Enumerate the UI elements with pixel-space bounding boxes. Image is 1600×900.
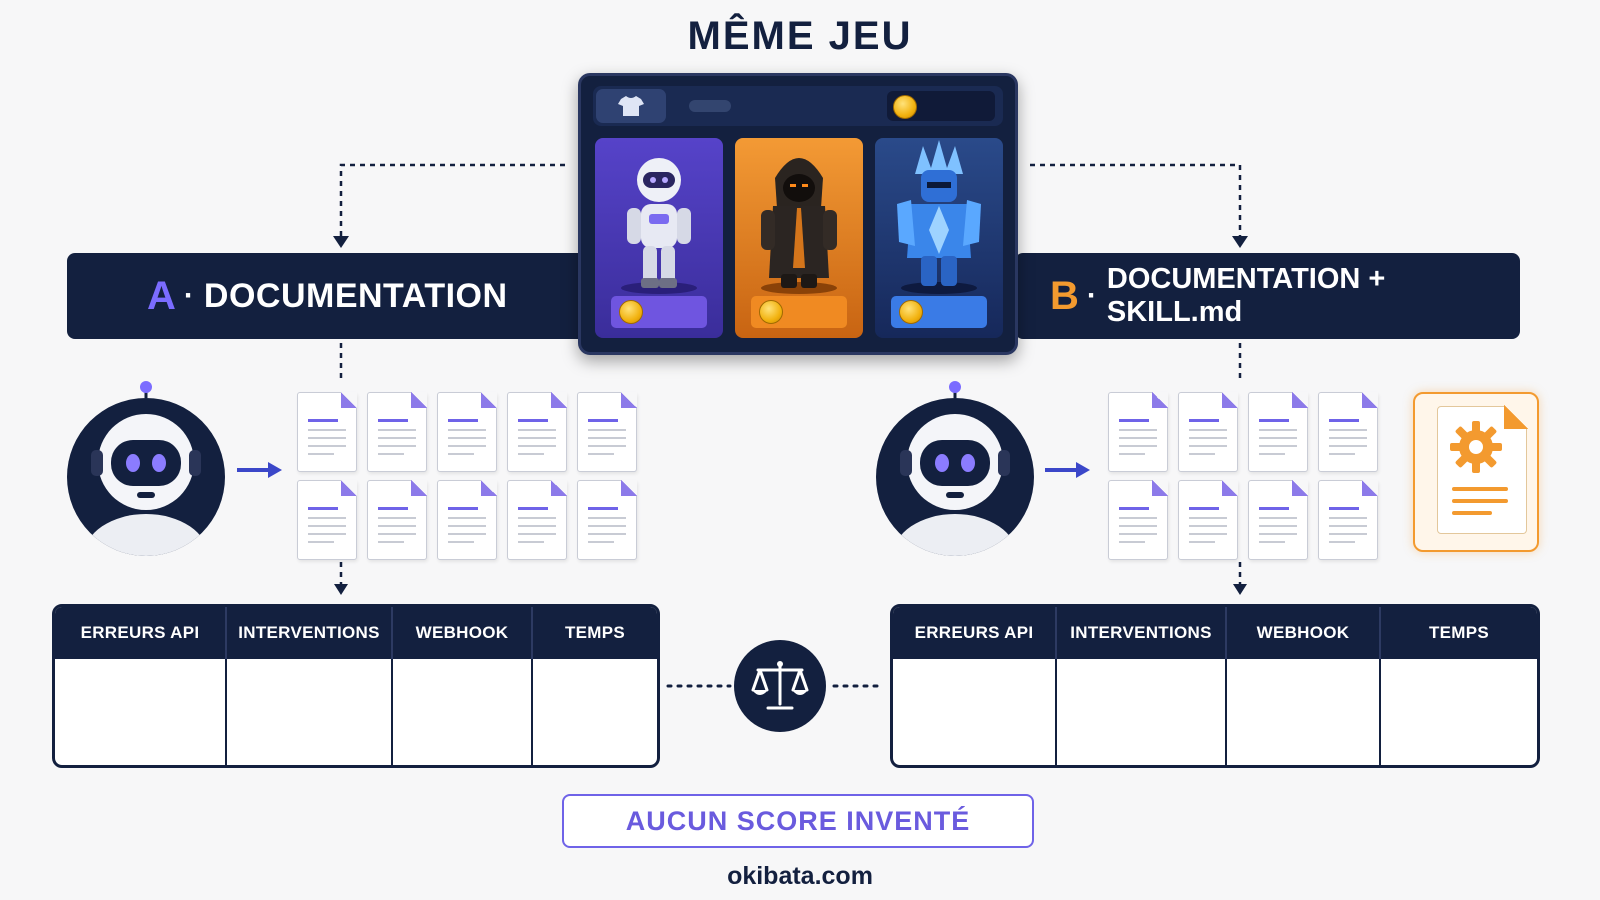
astronaut-robot-skin[interactable] [595, 138, 723, 338]
document-icon [437, 392, 497, 472]
document-icon [367, 392, 427, 472]
gear-icon [1450, 421, 1502, 473]
variant-a-banner: A · DOCUMENTATION [67, 253, 587, 339]
buy-button-knight[interactable] [891, 296, 987, 328]
robot-icon [876, 381, 1034, 556]
metrics-table-header: ERREURS API INTERVENTIONS WEBHOOK TEMPS [893, 607, 1537, 659]
document-icon [437, 480, 497, 560]
document-icon [507, 480, 567, 560]
column-interventions: INTERVENTIONS [225, 607, 391, 659]
documentation-files-a [297, 392, 637, 560]
buy-button-astronaut[interactable] [611, 296, 707, 328]
robot-icon [67, 381, 225, 556]
document-icon [1178, 480, 1238, 560]
comparison-scale [734, 640, 826, 732]
tshirt-icon [618, 96, 644, 116]
hooded-ninja-skin[interactable] [735, 138, 863, 338]
document-icon [297, 392, 357, 472]
document-icon [297, 480, 357, 560]
document-icon [1318, 480, 1378, 560]
table-cell [1225, 659, 1379, 765]
variant-b-separator: · [1086, 279, 1097, 312]
agent-a [67, 380, 225, 556]
column-erreurs-api: ERREURS API [914, 623, 1034, 642]
document-icon [577, 392, 637, 472]
document-icon [1318, 392, 1378, 472]
shop-toolbar [593, 86, 1003, 126]
documentation-files-b [1108, 392, 1378, 560]
table-cell [893, 659, 1055, 765]
crystal-knight-icon [897, 140, 981, 294]
coin-icon [899, 300, 923, 324]
metrics-table-header: ERREURS API INTERVENTIONS WEBHOOK TEMPS [55, 607, 657, 659]
agent-b [876, 380, 1034, 556]
table-cell [225, 659, 391, 765]
table-cell [531, 659, 657, 765]
coin-balance [887, 91, 995, 121]
no-invented-score-label: AUCUN SCORE INVENTÉ [562, 794, 1034, 848]
skill-md-file [1413, 392, 1539, 552]
metrics-table-b: ERREURS API INTERVENTIONS WEBHOOK TEMPS [890, 604, 1540, 768]
document-icon [577, 480, 637, 560]
variant-b-banner: B · DOCUMENTATION + SKILL.md [1015, 253, 1520, 339]
astronaut-robot-icon [621, 158, 697, 294]
metrics-table-body [893, 659, 1537, 765]
page-title: MÊME JEU [687, 14, 913, 58]
document-icon [507, 392, 567, 472]
document-icon [1108, 392, 1168, 472]
crystal-knight-skin[interactable] [875, 138, 1003, 338]
column-interventions: INTERVENTIONS [1055, 607, 1225, 659]
document-icon [367, 480, 427, 560]
variant-a-label: DOCUMENTATION [203, 276, 508, 315]
shop-tab-placeholder[interactable] [689, 100, 731, 112]
coin-icon [759, 300, 783, 324]
variant-b-letter: B [1050, 273, 1079, 318]
hooded-ninja-icon [761, 158, 837, 294]
coin-icon [893, 95, 917, 119]
coin-icon [619, 300, 643, 324]
scale-icon [751, 661, 809, 710]
table-cell [391, 659, 531, 765]
column-temps: TEMPS [531, 607, 657, 659]
table-cell [55, 659, 225, 765]
metrics-table-a: ERREURS API INTERVENTIONS WEBHOOK TEMPS [52, 604, 660, 768]
shop-tab-outfits[interactable] [596, 89, 666, 123]
variant-a-letter: A [147, 273, 176, 318]
site-url[interactable]: okibata.com [727, 862, 873, 890]
document-icon [1178, 392, 1238, 472]
buy-button-ninja[interactable] [751, 296, 847, 328]
variant-a-separator: · [183, 279, 194, 312]
document-icon [1248, 480, 1308, 560]
skill-document [1437, 405, 1528, 534]
table-cell [1055, 659, 1225, 765]
document-icon [1248, 392, 1308, 472]
variant-b-label: DOCUMENTATION + SKILL.md [1106, 263, 1386, 328]
column-erreurs-api: ERREURS API [80, 623, 200, 642]
game-shop-window [578, 73, 1018, 355]
column-temps: TEMPS [1379, 607, 1537, 659]
document-icon [1108, 480, 1168, 560]
table-cell [1379, 659, 1537, 765]
column-webhook: WEBHOOK [391, 607, 531, 659]
column-webhook: WEBHOOK [1225, 607, 1379, 659]
metrics-table-body [55, 659, 657, 765]
